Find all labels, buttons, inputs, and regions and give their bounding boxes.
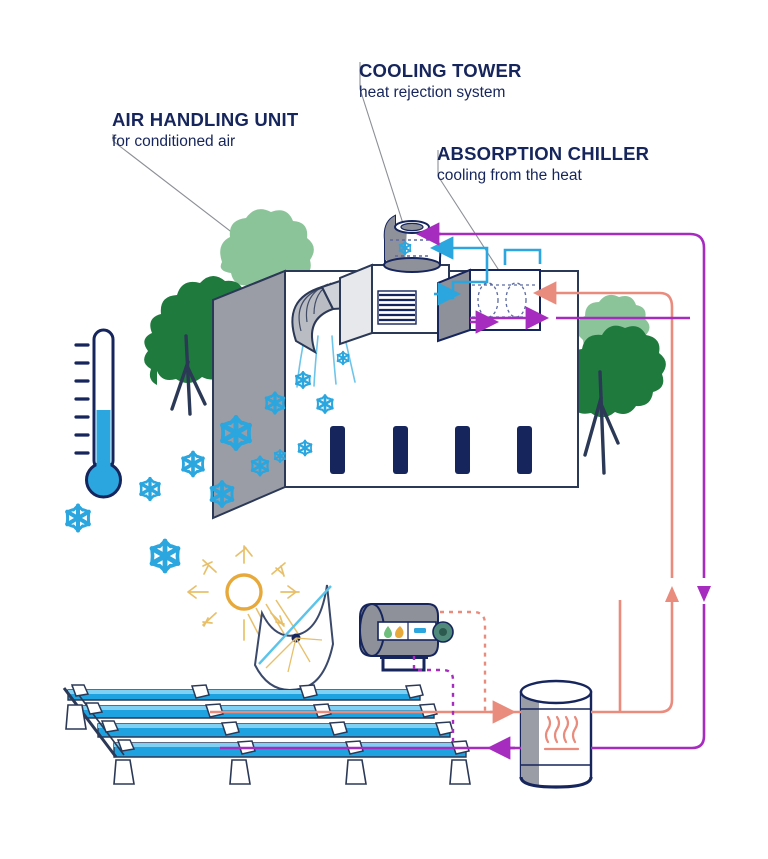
hot-water-supply-loop: [533, 281, 674, 712]
callout-subtitle: heat rejection system: [359, 83, 506, 101]
backup-boiler-unit: [359, 603, 454, 672]
display-icon: [414, 628, 426, 633]
chilled-return-loop: [416, 222, 706, 578]
absorption-chiller: [437, 268, 541, 343]
collector-row: [67, 689, 421, 701]
callout-subtitle: for conditioned air: [112, 132, 236, 150]
callout-title: ABSORPTION CHILLER: [437, 143, 650, 164]
callout-cooling-tower: COOLING TOWER heat rejection system: [359, 60, 522, 102]
collector-row: [113, 742, 467, 758]
solar-collector-array: [62, 684, 471, 785]
air-handling-unit: [291, 263, 450, 355]
thermal-storage-tank: [519, 679, 593, 789]
callout-air-handling-unit: AIR HANDLING UNIT for conditioned air: [112, 109, 299, 151]
tree: [220, 209, 314, 290]
parabolic-trough-reflector: [253, 584, 335, 691]
loop-direction-arrows: [665, 586, 711, 602]
gas-drop-icon: [384, 626, 392, 638]
collector-end-caps: [70, 684, 470, 755]
grille-slats: [379, 293, 415, 322]
callout-subtitle: cooling from the heat: [437, 166, 582, 184]
heat-waves-icon: [543, 715, 580, 751]
thermometer-ticks: [74, 343, 90, 455]
sun-rays: [187, 545, 300, 641]
callout-title: COOLING TOWER: [359, 60, 522, 81]
callout-absorption-chiller: ABSORPTION CHILLER cooling from the heat: [437, 143, 650, 185]
thermometer: [74, 328, 122, 499]
building-windows: [330, 426, 532, 474]
cooling-tower: [383, 214, 442, 273]
callout-title: AIR HANDLING UNIT: [112, 109, 299, 130]
collector-legs: [65, 704, 471, 785]
lower-return-loop: [220, 604, 706, 760]
flame-icon: [395, 626, 404, 638]
collector-row: [97, 723, 451, 738]
tree: [559, 325, 666, 475]
lower-hot-loop: [210, 600, 674, 724]
condenser-water-loop: [430, 236, 542, 306]
